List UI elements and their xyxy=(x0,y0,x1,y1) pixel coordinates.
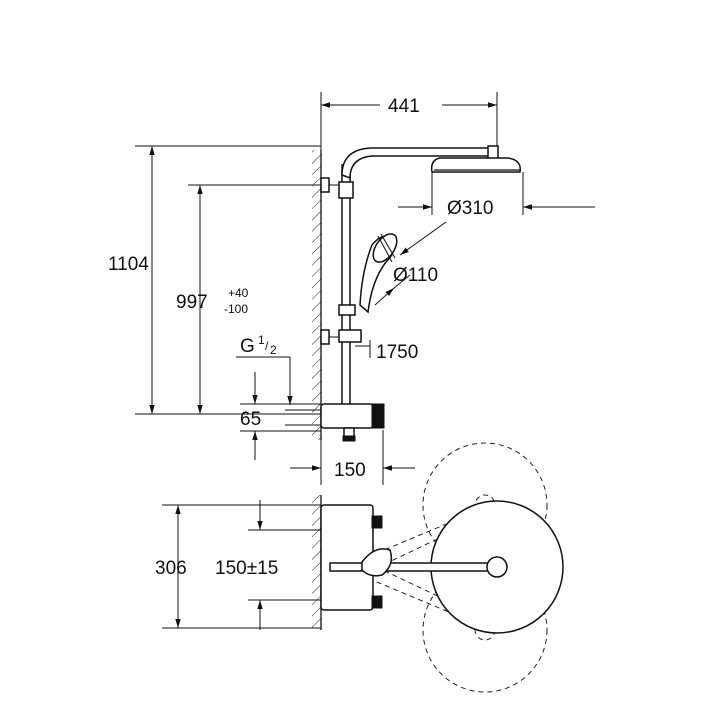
dim-thread-denominator: 2 xyxy=(270,343,277,357)
riser-clamp xyxy=(338,329,362,343)
thermostat-body xyxy=(320,403,374,429)
dim-total-height: 1104 xyxy=(108,254,149,275)
dim-thermostat-depth: 150 xyxy=(334,460,366,481)
hand-shower-holder xyxy=(338,304,356,316)
wall-hatch-side xyxy=(312,150,321,440)
riser-pipe xyxy=(341,164,351,406)
top-view xyxy=(312,442,564,693)
dim-thermostat-tol-lower: -100 xyxy=(224,302,248,316)
top-dimensions: 306 150±15 xyxy=(155,500,321,630)
wall-bracket-lower xyxy=(320,329,330,345)
dim-arm-length: 441 xyxy=(388,96,420,117)
dim-inlet-spacing: 150±15 xyxy=(215,558,278,579)
dim-connection-thread: G xyxy=(240,336,255,357)
dim-bar-label: 1750 xyxy=(376,342,418,363)
thermostat-outlet-nut xyxy=(342,435,356,442)
side-view xyxy=(312,145,521,442)
dim-thread-numerator: 1 xyxy=(258,333,265,347)
dim-hand-shower-diameter: Ø110 xyxy=(393,265,438,286)
dim-thermostat-height: 997 xyxy=(176,292,208,313)
mixer-knob-bottom xyxy=(371,595,383,609)
dim-thermostat-tol-upper: +40 xyxy=(228,286,249,300)
shower-arm-top xyxy=(329,562,498,572)
dim-thread-slash: / xyxy=(265,339,269,353)
thermostat-knob xyxy=(371,403,385,429)
side-dimensions: 441 Ø310 Ø110 1104 997 +40 -100 1750 G 1… xyxy=(108,92,595,485)
mixer-knob-top xyxy=(371,515,383,529)
shower-head xyxy=(430,157,521,173)
dim-inlet-spacing-total: 306 xyxy=(155,558,187,579)
dim-head-diameter: Ø310 xyxy=(447,198,493,219)
wall-bracket-upper xyxy=(320,177,330,193)
dim-outlet-height: 65 xyxy=(240,409,261,430)
riser-slider xyxy=(338,181,354,199)
hand-shower xyxy=(359,233,398,314)
wall-hatch-top xyxy=(312,495,321,630)
head-alt-position-upper xyxy=(422,442,548,568)
hand-shower-top xyxy=(361,548,393,577)
